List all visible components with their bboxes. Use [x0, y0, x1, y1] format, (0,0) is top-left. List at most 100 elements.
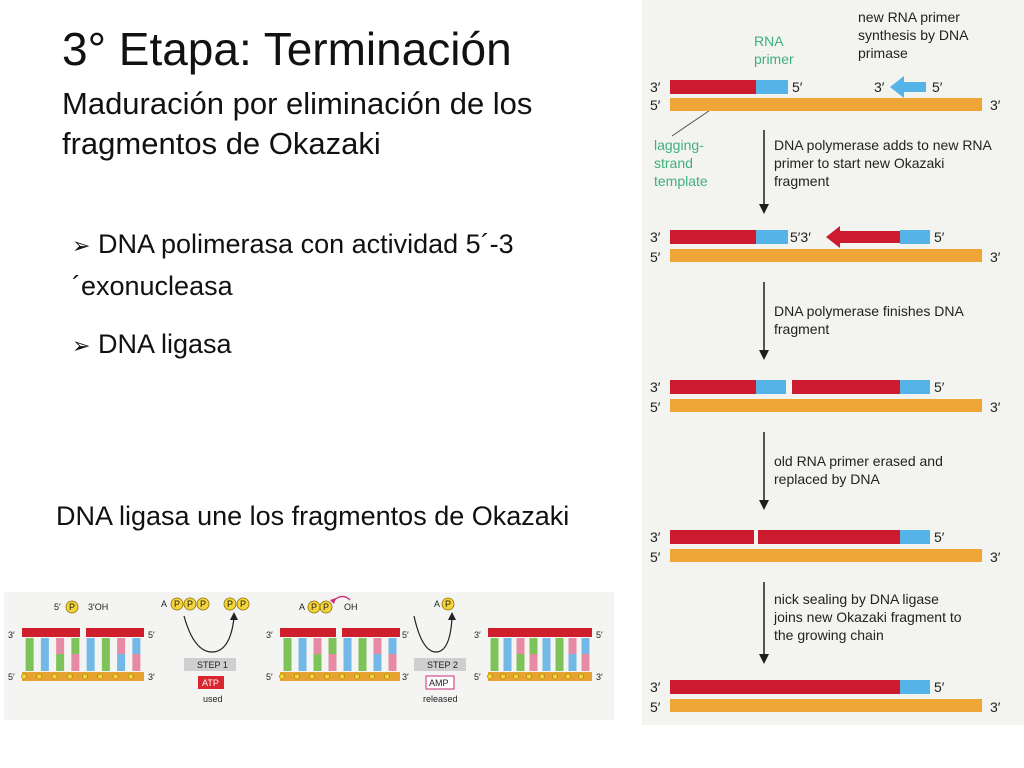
row3-new-primer [900, 380, 930, 394]
dna2-right-3prime: 3′ [402, 672, 409, 682]
row3-bottom-5prime: 5′ [650, 399, 661, 415]
step1-reaction-arrow [183, 615, 235, 653]
row2-top-3prime: 3′ [650, 229, 661, 245]
dna1-base-top [56, 638, 65, 654]
dna2-base-bottom [388, 654, 397, 671]
dna3-phosphate-dot [539, 673, 545, 680]
lagging-template-label-2: strand [654, 155, 693, 171]
row1-bottom-3prime: 3′ [990, 97, 1001, 113]
dna2-phosphate-dot [324, 673, 330, 680]
atp-p1-icon [170, 597, 184, 611]
ppi-p1-icon [223, 597, 237, 611]
dna2-left-3prime: 3′ [266, 630, 273, 640]
dna3-base-top [516, 638, 525, 654]
step1-arrowhead [759, 204, 769, 214]
dna3-phosphate-dot [487, 673, 493, 680]
dna2-attack-arrowhead-icon [330, 598, 336, 604]
step2-label: STEP 2 [427, 660, 458, 670]
amp-label: AMP [429, 678, 449, 688]
dna1-phosphate-dot [36, 673, 43, 680]
dna2-base-bottom [298, 654, 307, 671]
rna-primer-label-line1: RNA [754, 33, 784, 49]
dna3-phosphate-dot [552, 673, 558, 680]
dna1-left-5prime: 5′ [8, 672, 15, 682]
row5-bottom-5prime: 5′ [650, 699, 661, 715]
row1-top-3prime: 3′ [650, 79, 661, 95]
row5-top-5prime: 5′ [934, 679, 945, 695]
row1-rna-primer [756, 80, 788, 94]
amp-p-label: P [445, 599, 451, 609]
rna-primer-label-line2: primer [754, 51, 794, 67]
ligase-caption: DNA ligasa une los fragmentos de Okazaki [56, 501, 570, 531]
dna2-base-top [313, 638, 322, 654]
dna1-base-bottom [117, 654, 126, 671]
dna3-top-backbone [488, 628, 592, 637]
bullet-text: DNA polimerasa con actividad 5´-3´exonuc… [72, 229, 514, 301]
dna2-base-bottom [373, 654, 382, 671]
row3-old-primer [756, 380, 786, 394]
dna3-right-3prime: 3′ [596, 672, 603, 682]
row3-bottom-3prime: 3′ [990, 399, 1001, 415]
dna2-base-bottom [313, 654, 322, 671]
dna3-phosphate-dot [526, 673, 532, 680]
dna1-left-3prime: 3′ [8, 630, 15, 640]
dna2-phosphate-dot [294, 673, 300, 680]
row5-top-3prime: 3′ [650, 679, 661, 695]
bullet-arrow-icon: ➢ [72, 333, 91, 358]
row4-top-5prime: 5′ [934, 529, 945, 545]
dna2-right-5prime: 5′ [402, 630, 409, 640]
atp-label: ATP [202, 678, 219, 688]
dna3-base-bottom [503, 654, 512, 671]
dna3-base-top [542, 638, 551, 654]
row3-new-dna [792, 380, 900, 394]
dna1-base-bottom [132, 654, 141, 671]
atp-a-label: A [161, 599, 167, 609]
dna2-nick [336, 626, 342, 638]
dna3-right-5prime: 5′ [596, 630, 603, 640]
step2-arrowhead [759, 350, 769, 360]
bullet-item-ligase: ➢ DNA ligasa [72, 324, 542, 366]
row2-5-3prime: 5′3′ [790, 229, 811, 245]
dna1-base-bottom [56, 654, 65, 671]
dna2-base-top [328, 638, 337, 654]
dna1-phosphate-dot [51, 673, 58, 680]
dna2-phosphate-dot [339, 673, 345, 680]
dna1-phosphate-dot [82, 673, 88, 680]
dna2-base-top [373, 638, 382, 654]
dna1-phosphate-dot [127, 673, 134, 680]
step2-box [414, 658, 466, 671]
dna3-base-top [568, 638, 577, 654]
row2-new-dna [670, 230, 756, 244]
row2-rna-primer [756, 230, 788, 244]
dna1-phosphate-dot [112, 673, 119, 680]
dna3-phosphate-dot [500, 673, 506, 680]
dna2-base-top [388, 638, 397, 654]
ligase-diagram-svg: 3′ 5′ 5′ 3′ 5′ P 3′OH A P P P P P STEP 1 [8, 595, 603, 704]
atp-p3-icon [196, 597, 210, 611]
row3-top-3prime: 3′ [650, 379, 661, 395]
atp-used-label: used [203, 694, 223, 704]
dna2-base-top [298, 638, 307, 654]
atp-box [198, 676, 224, 689]
step2-reaction-arrow [413, 615, 453, 653]
amp-released-label: released [423, 694, 458, 704]
step2-arrowhead-icon [448, 612, 456, 620]
dna2-phosphate-dot [309, 673, 315, 680]
row1-bottom-5prime: 5′ [650, 97, 661, 113]
dna1-base-top [132, 638, 141, 654]
dna1-phosphate-dot [97, 673, 104, 680]
row3-template-strand [670, 399, 982, 412]
row2-bottom-3prime: 3′ [990, 249, 1001, 265]
dna2-base-bottom [328, 654, 337, 671]
dna2-oh-label: OH [344, 602, 358, 612]
dna3-left-3prime: 3′ [474, 630, 481, 640]
dna3-base-bottom [542, 654, 551, 671]
dna2-base-bottom [283, 654, 292, 671]
ligase-diagram: 3′ 5′ 5′ 3′ 5′ P 3′OH A P P P P P STEP 1 [4, 592, 614, 720]
bullet-text: DNA ligasa [98, 329, 232, 359]
row4-new-dna [758, 530, 900, 544]
dna3-base-bottom [581, 654, 590, 671]
